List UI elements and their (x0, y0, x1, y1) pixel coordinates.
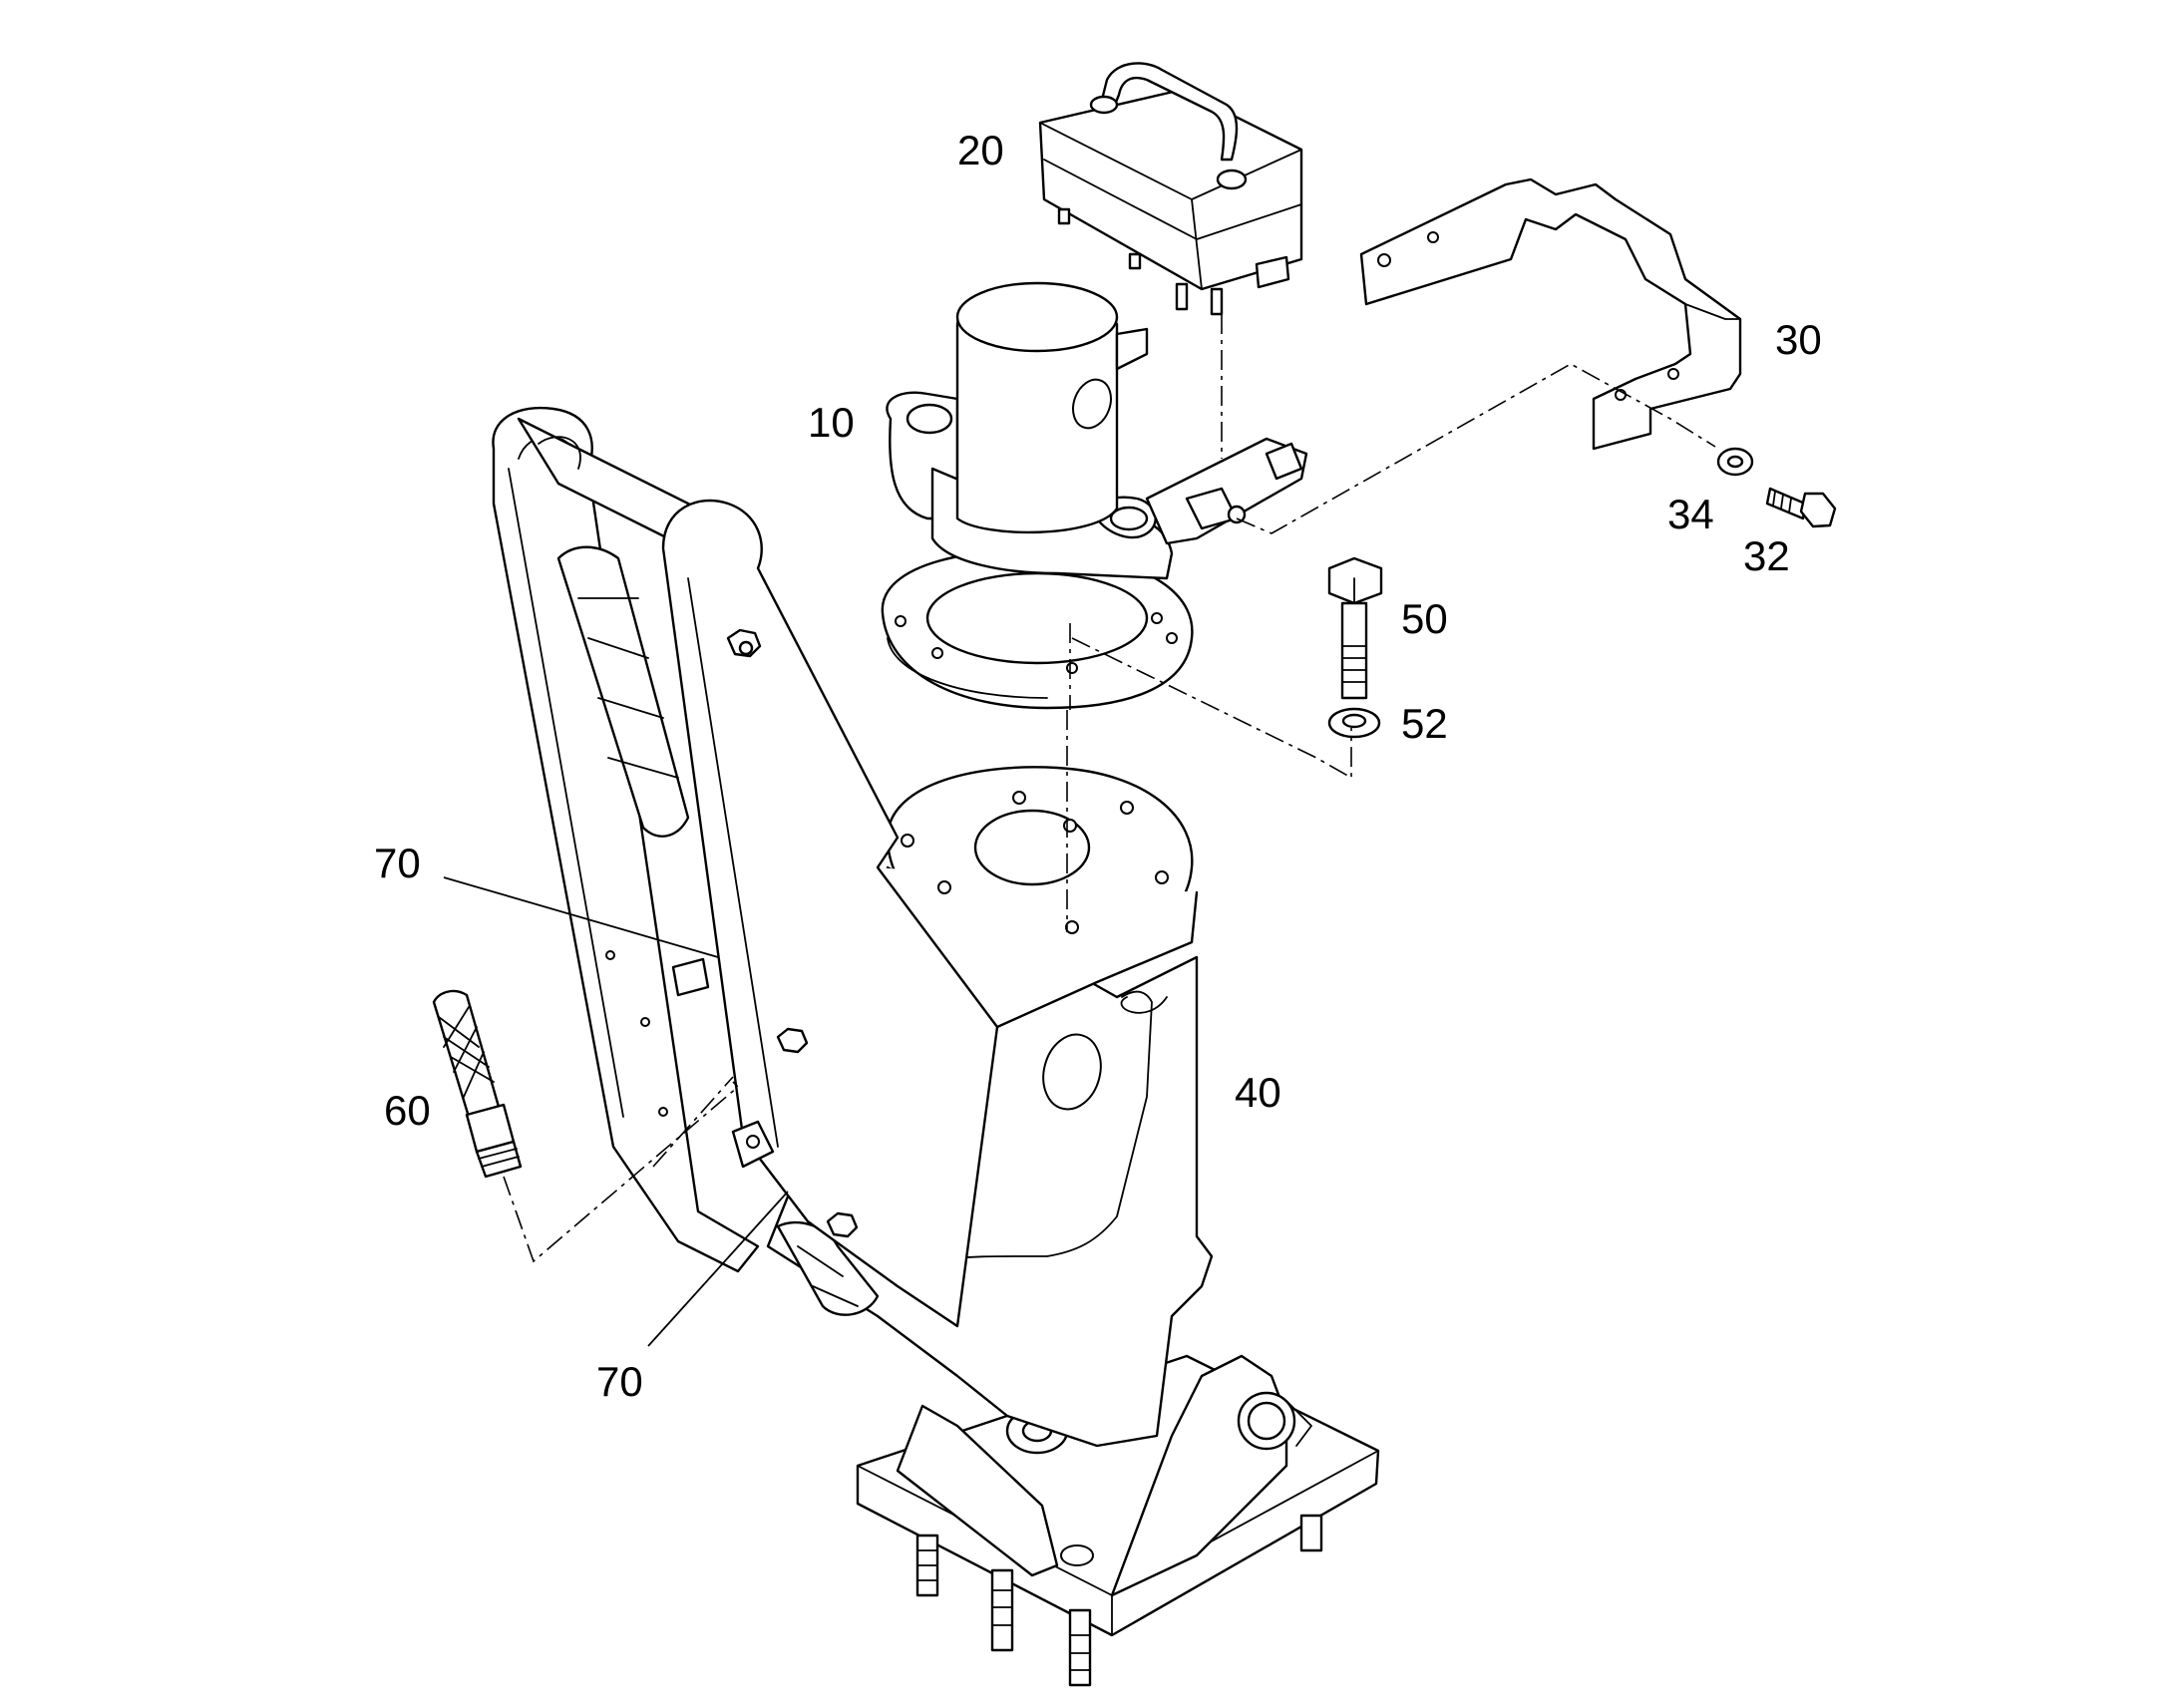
leader-lines (443, 876, 789, 1347)
callout-30: 30 (1775, 316, 1822, 363)
part-40-arm (492, 406, 999, 1328)
callout-50: 50 (1401, 595, 1448, 642)
callout-20: 20 (957, 127, 1004, 173)
column-flange-holes (901, 791, 1169, 934)
slewing-flange-holes (895, 612, 1178, 674)
part-30-bracket (1359, 177, 1742, 451)
callout-70-lower: 70 (596, 1358, 643, 1405)
part-60-sensor (432, 989, 523, 1179)
part-32-bolt (1765, 487, 1837, 528)
part-10-slewing-unit (881, 281, 1308, 710)
callout-60: 60 (384, 1087, 431, 1134)
callout-52: 52 (1401, 700, 1448, 747)
callout-40: 40 (1235, 1069, 1281, 1116)
valve-block-bolts (1057, 207, 1290, 316)
callouts: 10 20 30 34 32 50 52 40 70 60 70 (374, 127, 1822, 1405)
assembly-center-lines (503, 314, 1716, 1263)
anchor-bolts (915, 1514, 1323, 1687)
part-34-washer (1716, 447, 1754, 477)
part-20-valve-block (1038, 62, 1303, 316)
part-52-washer (1327, 707, 1381, 739)
arm-nuts (726, 628, 859, 1238)
hinge-pin-right (1237, 1391, 1312, 1451)
part-50-bolt (1327, 556, 1383, 700)
callout-34: 34 (1667, 491, 1714, 537)
callout-10: 10 (808, 399, 855, 446)
callout-70-upper: 70 (374, 840, 421, 886)
callout-32: 32 (1743, 532, 1790, 579)
